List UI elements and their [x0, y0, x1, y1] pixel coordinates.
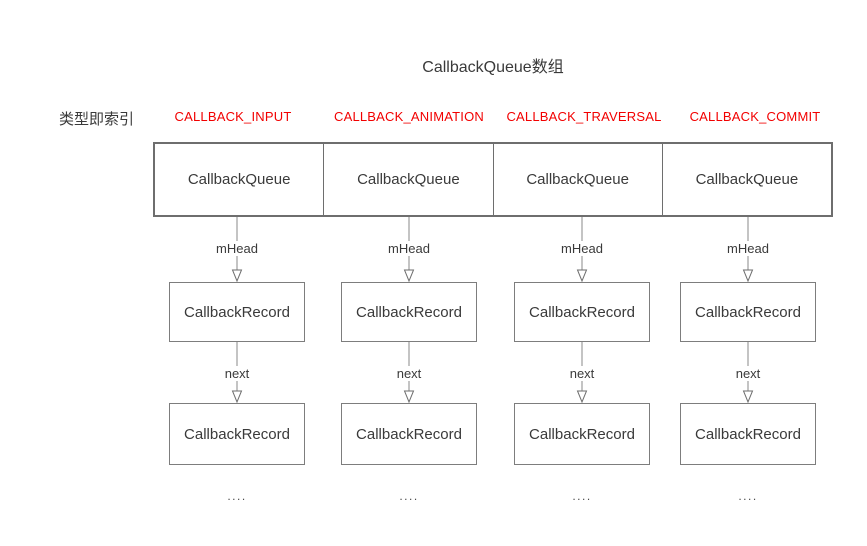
mhead-connector: mHead: [152, 217, 322, 282]
ellipsis: ....: [572, 489, 592, 503]
callback-queue-cell: CallbackQueue: [494, 144, 663, 215]
callback-record-label: CallbackRecord: [695, 303, 801, 321]
queue-column-animation: mHead CallbackRecord next CallbackRecord…: [324, 217, 494, 503]
arrow-down-icon: [403, 390, 415, 403]
ellipsis: ....: [227, 489, 247, 503]
callback-record-label: CallbackRecord: [356, 303, 462, 321]
callback-queue-cell-label: CallbackQueue: [357, 171, 460, 188]
queue-column-input: mHead CallbackRecord next CallbackRecord…: [152, 217, 322, 503]
next-connector: next: [152, 342, 322, 403]
ellipsis: ....: [738, 489, 758, 503]
mhead-connector: mHead: [497, 217, 667, 282]
mhead-label: mHead: [213, 241, 261, 256]
callback-queue-cell: CallbackQueue: [324, 144, 494, 215]
callback-queue-cell: CallbackQueue: [663, 144, 831, 215]
mhead-connector: mHead: [663, 217, 833, 282]
next-label: next: [393, 366, 425, 381]
callback-record-label: CallbackRecord: [184, 425, 290, 443]
arrow-down-icon: [231, 390, 243, 403]
arrow-down-icon: [576, 390, 588, 403]
callback-record-label: CallbackRecord: [529, 303, 635, 321]
queue-column-commit: mHead CallbackRecord next CallbackRecord…: [663, 217, 833, 503]
callback-record-box: CallbackRecord: [680, 403, 816, 465]
callback-record-label: CallbackRecord: [184, 303, 290, 321]
mhead-connector: mHead: [324, 217, 494, 282]
callback-record-box: CallbackRecord: [341, 403, 477, 465]
column-header-callback-input: CALLBACK_INPUT: [174, 109, 292, 124]
callback-record-label: CallbackRecord: [356, 425, 462, 443]
callback-queue-cell-label: CallbackQueue: [526, 171, 629, 188]
next-connector: next: [497, 342, 667, 403]
mhead-label: mHead: [724, 241, 772, 256]
callback-queue-cell: CallbackQueue: [155, 144, 325, 215]
array-row-label: 类型即索引: [59, 111, 135, 128]
column-header-callback-traversal: CALLBACK_TRAVERSAL: [506, 109, 662, 124]
queue-column-traversal: mHead CallbackRecord next CallbackRecord…: [497, 217, 667, 503]
callback-queue-cell-label: CallbackQueue: [695, 171, 799, 188]
ellipsis: ....: [399, 489, 419, 503]
next-label: next: [566, 366, 598, 381]
callback-record-box: CallbackRecord: [169, 282, 305, 342]
arrow-down-icon: [742, 390, 754, 403]
arrow-down-icon: [742, 269, 754, 282]
diagram-title: CallbackQueue数组: [422, 59, 564, 76]
callback-record-label: CallbackRecord: [695, 425, 801, 443]
arrow-down-icon: [231, 269, 243, 282]
callback-record-box: CallbackRecord: [680, 282, 816, 342]
callback-record-box: CallbackRecord: [514, 403, 650, 465]
arrow-down-icon: [403, 269, 415, 282]
next-connector: next: [324, 342, 494, 403]
column-header-callback-animation: CALLBACK_ANIMATION: [333, 109, 484, 124]
mhead-label: mHead: [385, 241, 433, 256]
callback-record-box: CallbackRecord: [341, 282, 477, 342]
callback-record-box: CallbackRecord: [514, 282, 650, 342]
next-label: next: [732, 366, 764, 381]
next-connector: next: [663, 342, 833, 403]
arrow-down-icon: [576, 269, 588, 282]
column-header-callback-commit: CALLBACK_COMMIT: [689, 109, 821, 124]
mhead-label: mHead: [558, 241, 606, 256]
callback-queue-array-box: CallbackQueue CallbackQueue CallbackQueu…: [153, 142, 833, 217]
callback-queue-cell-label: CallbackQueue: [187, 171, 291, 188]
next-label: next: [221, 366, 253, 381]
callback-record-box: CallbackRecord: [169, 403, 305, 465]
callback-record-label: CallbackRecord: [529, 425, 635, 443]
